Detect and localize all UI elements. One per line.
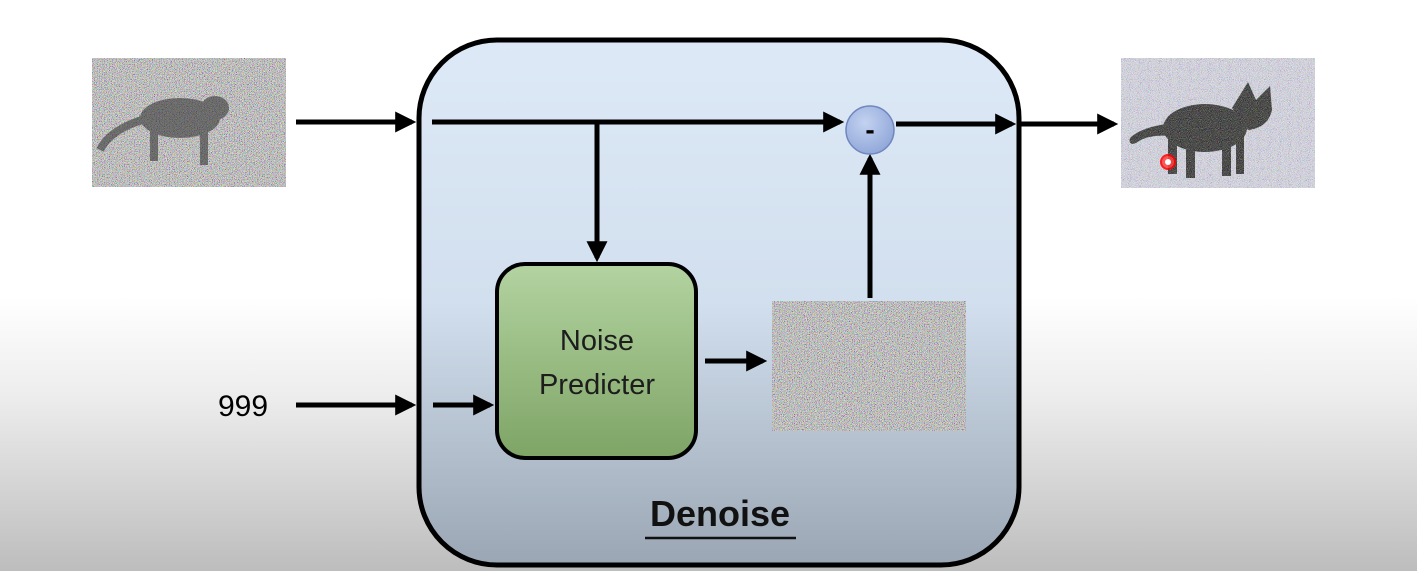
noise-predictor-label-line2: Predicter (539, 369, 655, 401)
output-denoised-image (1121, 58, 1315, 188)
noise-predictor-box (495, 262, 698, 460)
timestep-number: 999 (218, 390, 268, 423)
noise-predictor-label-line1: Noise (560, 325, 634, 357)
subtract-symbol: - (865, 114, 874, 145)
subtract-node (845, 105, 895, 155)
denoise-block-title: Denoise (650, 493, 790, 534)
input-noisy-image (92, 58, 286, 187)
predicted-noise-image (772, 301, 966, 431)
